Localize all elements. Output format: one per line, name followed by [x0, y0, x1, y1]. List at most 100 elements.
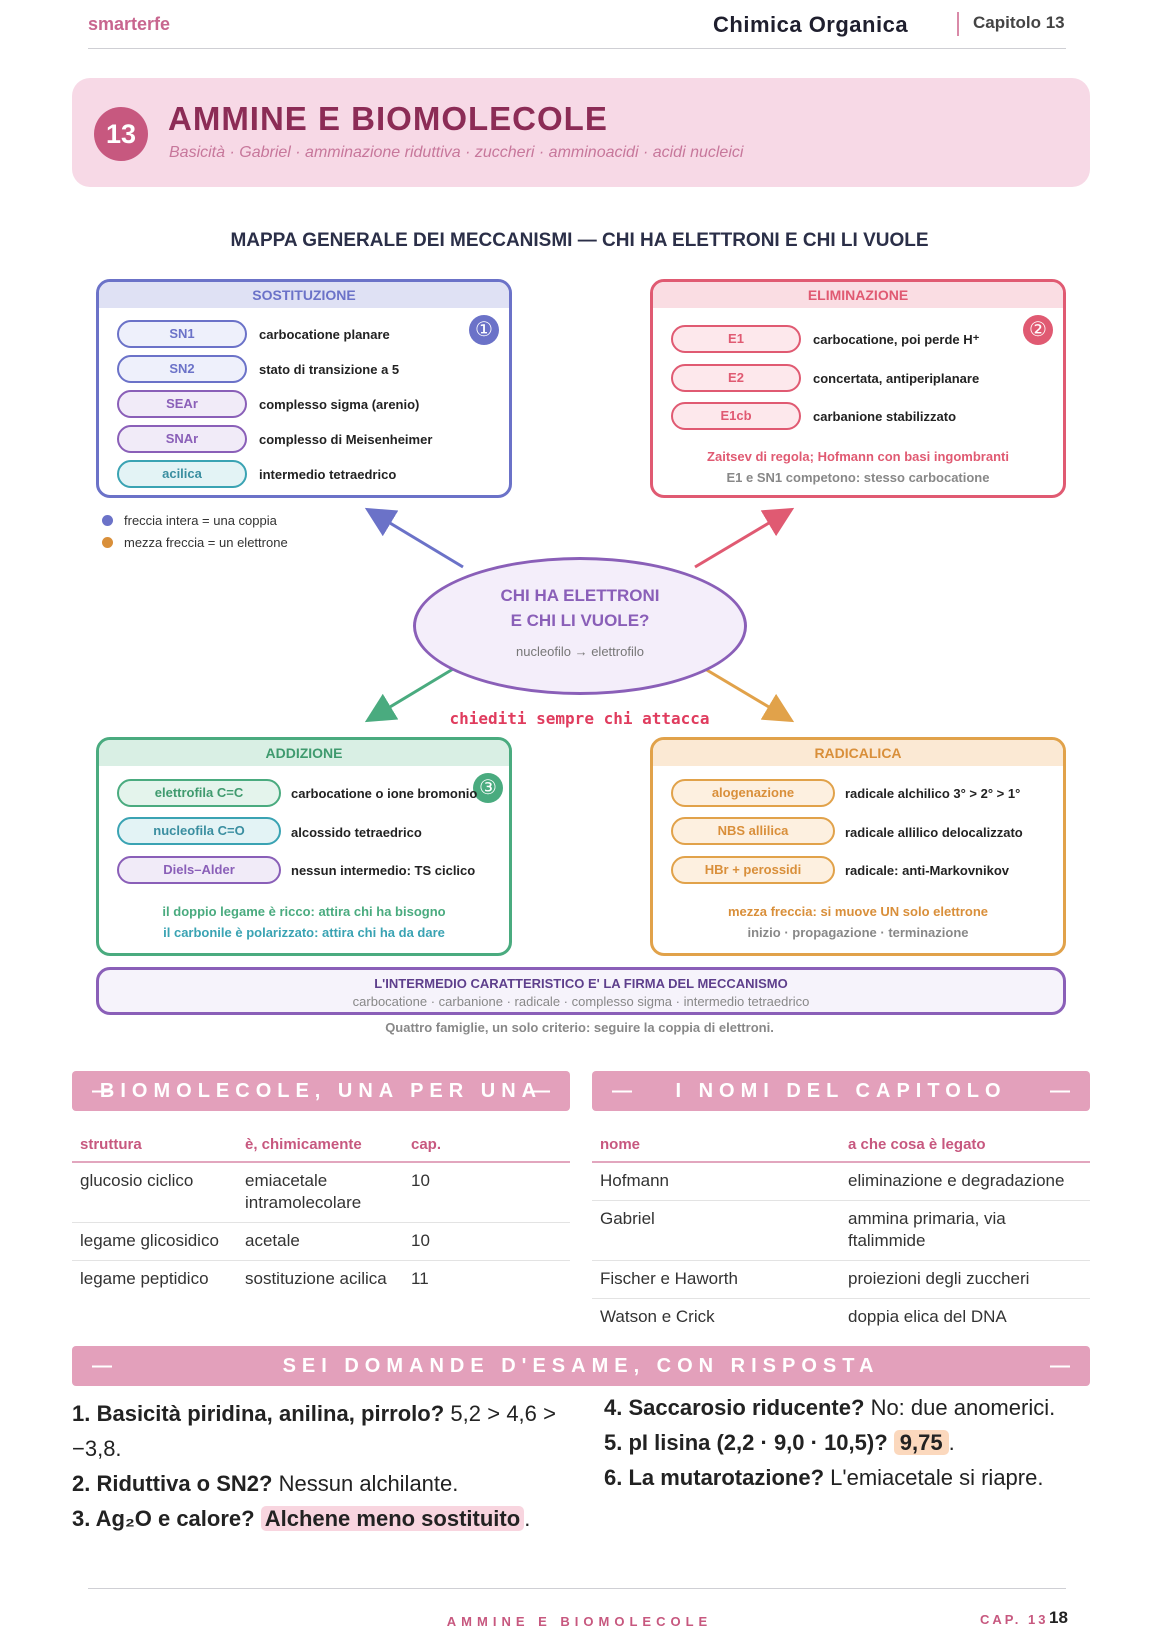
eliminazione-note-1: Zaitsev di regola; Hofmann con basi ingo…: [707, 449, 1009, 464]
panel-radicalica: RADICALICA alogenazione radicale alchili…: [650, 737, 1066, 956]
panel-eliminazione: ELIMINAZIONE ② E1 carbocatione, poi perd…: [650, 279, 1066, 498]
question-text: 4. Saccarosio riducente?: [604, 1395, 865, 1420]
header-divider: [957, 12, 959, 36]
cell: eliminazione e degradazione: [840, 1162, 1090, 1201]
question-text: 1. Basicità piridina, anilina, pirrolo?: [72, 1401, 445, 1426]
panel-head: ELIMINAZIONE: [653, 282, 1063, 308]
map-title: MAPPA GENERALE DEI MECCANISMI — CHI HA E…: [230, 230, 929, 251]
arrow-to-addizione: [364, 661, 464, 723]
tag-acilica: acilica: [117, 460, 247, 488]
panel-addizione: ADDIZIONE ③ elettrofila C=C carbocatione…: [96, 737, 512, 956]
section-bar-domande: — SEI DOMANDE D'ESAME, CON RISPOSTA —: [72, 1346, 1090, 1386]
section-title-biomolecole: BIOMOLECOLE, UNA PER UNA: [99, 1080, 543, 1102]
legend-dot-blue: [102, 515, 113, 526]
radicalica-note-2: inizio · propagazione · terminazione: [747, 925, 969, 940]
section-title-nomi: I NOMI DEL CAPITOLO: [675, 1080, 1007, 1102]
tag-snar: SNAr: [117, 425, 247, 453]
section-title-domande: SEI DOMANDE D'ESAME, CON RISPOSTA: [282, 1355, 880, 1377]
panel-head: SOSTITUZIONE: [99, 282, 509, 308]
desc-alogenazione: radicale alchilico 3° > 2° > 1°: [845, 786, 1021, 801]
dash-left: —: [92, 1080, 112, 1102]
dash-left: —: [612, 1080, 632, 1102]
cell: 10: [403, 1162, 570, 1223]
dash-right: —: [530, 1080, 550, 1102]
chapter-number-badge: 13: [94, 107, 148, 161]
tag-hbr: HBr + perossidi: [671, 856, 835, 884]
answer-end: .: [524, 1506, 531, 1531]
brand-name: smarterfe: [88, 14, 171, 34]
answer-text: L'emiacetale si riapre.: [830, 1465, 1044, 1490]
question-1: 1. Basicità piridina, anilina, pirrolo? …: [72, 1396, 556, 1466]
question-text: 6. La mutarotazione?: [604, 1465, 825, 1490]
question-3: 3. Ag₂O e calore? Alchene meno sostituit…: [72, 1501, 556, 1536]
cell: Watson e Crick: [600, 1307, 715, 1326]
tag-sn1: SN1: [117, 320, 247, 348]
answer-highlight: Alchene meno sostituito: [260, 1506, 525, 1531]
dash-right: —: [1050, 1355, 1070, 1377]
arrow-to-radicalica: [694, 661, 795, 723]
cell: legame glicosidico: [72, 1222, 237, 1261]
center-sub: nucleofilo → elettrofilo: [516, 644, 644, 659]
col-header: cap.: [403, 1128, 570, 1163]
cell: glucosio ciclico: [72, 1162, 237, 1223]
desc-snar: complesso di Meisenheimer: [259, 432, 433, 447]
col-header: nome: [592, 1128, 840, 1163]
cell: Gabriel: [592, 1200, 840, 1261]
panel-head: ADDIZIONE: [99, 740, 509, 766]
tag-e2: E2: [671, 364, 801, 392]
desc-e2: concertata, antiperiplanare: [813, 371, 980, 386]
cell: 11: [411, 1269, 429, 1288]
question-2: 2. Riduttiva o SN2? Nessun alchilante.: [72, 1466, 556, 1501]
center-question-oval: CHI HA ELETTRONI E CHI LI VUOLE? nucleof…: [413, 557, 747, 695]
footer-chapter: CAP. 13: [980, 1612, 1049, 1627]
dash-left: —: [92, 1355, 112, 1377]
cell: emiacetale intramolecolare: [237, 1162, 403, 1223]
tag-e1: E1: [671, 325, 801, 353]
desc-hbr: radicale: anti-Markovnikov: [845, 863, 1009, 878]
cell: doppia elica del DNA: [848, 1307, 1007, 1326]
eliminazione-note-2: E1 e SN1 competono: stesso carbocatione: [726, 470, 990, 485]
questions-right-column: 4. Saccarosio riducente? No: due anomeri…: [604, 1390, 1090, 1495]
biomolecole-table: struttura è, chimicamente cap. glucosio …: [72, 1128, 570, 1298]
chapter-title: AMMINE E BIOMOLECOLE: [168, 100, 608, 137]
question-6: 6. La mutarotazione? L'emiacetale si ria…: [604, 1460, 1090, 1495]
arrow-to-eliminazione: [694, 507, 795, 569]
footer-rule: [88, 1588, 1066, 1589]
cell: ammina primaria, via ftalimmide: [840, 1200, 1090, 1261]
tag-e1cb: E1cb: [671, 402, 801, 430]
desc-sear: complesso sigma (arenio): [259, 397, 420, 412]
desc-sn1: carbocatione planare: [259, 327, 390, 342]
addizione-note-1: il doppio legame è ricco: attira chi ha …: [162, 904, 446, 919]
map-footnote: Quattro famiglie, un solo criterio: segu…: [385, 1020, 774, 1035]
chapter-label: Capitolo 13: [973, 13, 1065, 32]
legend-dot-orange: [102, 537, 113, 548]
chapter-hero: 13 AMMINE E BIOMOLECOLE Basicità · Gabri…: [72, 78, 1090, 187]
tag-sn2: SN2: [117, 355, 247, 383]
tag-elettrofila: elettrofila C=C: [117, 779, 281, 807]
table-header-row: nome a che cosa è legato: [592, 1128, 1090, 1163]
cell: Hofmann: [592, 1162, 840, 1201]
cell: 10: [403, 1222, 570, 1261]
col-header: a che cosa è legato: [840, 1128, 1090, 1163]
desc-e1cb: carbanione stabilizzato: [813, 409, 957, 424]
answer-end: .: [948, 1430, 955, 1455]
section-bar-biomolecole: — BIOMOLECOLE, UNA PER UNA —: [72, 1071, 570, 1111]
tag-nucleofila: nucleofila C=O: [117, 817, 281, 845]
tag-alogenazione: alogenazione: [671, 779, 835, 807]
header-rule: [88, 48, 1066, 49]
question-text: 5. pI lisina (2,2 · 9,0 · 10,5)?: [604, 1430, 888, 1455]
cell: Fischer e Haworth: [592, 1260, 840, 1299]
panel-head: RADICALICA: [653, 740, 1063, 766]
center-line-1: CHI HA ELETTRONI: [500, 586, 660, 605]
question-text: 3. Ag₂O e calore?: [72, 1506, 255, 1531]
book-title: Chimica Organica: [713, 12, 909, 37]
col-header: struttura: [72, 1128, 237, 1163]
radicalica-note-1: mezza freccia: si muove UN solo elettron…: [727, 904, 989, 919]
section-bar-nomi: — I NOMI DEL CAPITOLO —: [592, 1071, 1090, 1111]
footer-title: AMMINE E BIOMOLECOLE: [446, 1614, 713, 1629]
legend-full-arrow: freccia intera = una coppia: [124, 513, 277, 528]
